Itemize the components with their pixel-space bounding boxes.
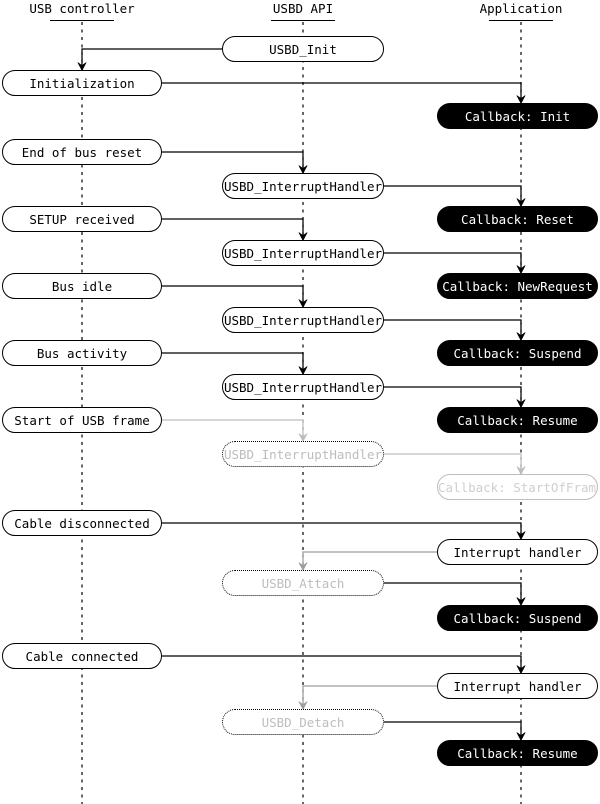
node-cb-suspend-2: Callback: Suspend: [437, 605, 598, 631]
node-cable-disconn: Cable disconnected: [2, 510, 162, 536]
connector-bus-activity-to-usbd-ih-4: [162, 352, 304, 374]
connector-int-handler-2-to-usbd-detach: [302, 685, 437, 709]
node-int-handler-2: Interrupt handler: [437, 673, 598, 699]
node-cable-conn: Cable connected: [2, 643, 162, 669]
node-usbd-ih-5: USBD_InterruptHandler: [222, 441, 384, 467]
node-cb-startofframe: Callback: StartOfFrame: [437, 474, 598, 500]
lane-header-rule-usb-controller: [50, 20, 114, 21]
connector-usbd-ih-5-to-cb-startofframe: [384, 453, 522, 474]
node-bus-idle: Bus idle: [2, 273, 162, 299]
connector-initialization-to-cb-init: [162, 82, 522, 103]
connector-end-of-bus-reset-to-usbd-ih-1: [162, 151, 304, 173]
node-cb-suspend-1: Callback: Suspend: [437, 340, 598, 366]
node-start-of-frame: Start of USB frame: [2, 407, 162, 433]
node-usbd-ih-3: USBD_InterruptHandler: [222, 307, 384, 333]
connector-usbd-init-to-initialization: [81, 48, 222, 70]
node-usbd-attach: USBD_Attach: [222, 570, 384, 596]
connector-usbd-ih-3-to-cb-suspend-1: [384, 319, 522, 340]
connector-usbd-ih-4-to-cb-resume-1: [384, 386, 522, 407]
connector-int-handler-1-to-usbd-attach: [302, 551, 437, 570]
connector-usbd-detach-to-cb-resume-2: [384, 721, 522, 740]
connector-usbd-attach-to-cb-suspend-2: [384, 582, 522, 605]
node-cb-init: Callback: Init: [437, 103, 598, 129]
lane-header-rule-usbd-api: [271, 20, 335, 21]
lane-header-usb-controller: USB controller: [29, 1, 135, 16]
node-bus-activity: Bus activity: [2, 340, 162, 366]
connector-usbd-ih-1-to-cb-reset: [384, 185, 522, 206]
node-setup-received: SETUP received: [2, 206, 162, 232]
node-usbd-ih-4: USBD_InterruptHandler: [222, 374, 384, 400]
lane-header-rule-application: [489, 20, 553, 21]
connector-start-of-frame-to-usbd-ih-5: [162, 419, 304, 441]
node-cb-resume-2: Callback: Resume: [437, 740, 598, 766]
node-cb-newrequest: Callback: NewRequest: [437, 273, 598, 299]
connector-setup-received-to-usbd-ih-2: [162, 218, 304, 240]
node-usbd-ih-1: USBD_InterruptHandler: [222, 173, 384, 199]
connector-cable-conn-to-int-handler-2: [162, 655, 522, 673]
connector-usbd-ih-2-to-cb-newrequest: [384, 252, 522, 273]
node-end-of-bus-reset: End of bus reset: [2, 139, 162, 165]
connector-cable-disconn-to-int-handler-1: [162, 522, 522, 539]
lane-header-application: Application: [479, 1, 563, 16]
connector-bus-idle-to-usbd-ih-3: [162, 285, 304, 307]
node-initialization: Initialization: [2, 70, 162, 96]
node-int-handler-1: Interrupt handler: [437, 539, 598, 565]
node-usbd-init: USBD_Init: [222, 36, 384, 62]
node-usbd-detach: USBD_Detach: [222, 709, 384, 735]
node-cb-resume-1: Callback: Resume: [437, 407, 598, 433]
node-usbd-ih-2: USBD_InterruptHandler: [222, 240, 384, 266]
lane-header-usbd-api: USBD API: [272, 1, 334, 16]
node-cb-reset: Callback: Reset: [437, 206, 598, 232]
